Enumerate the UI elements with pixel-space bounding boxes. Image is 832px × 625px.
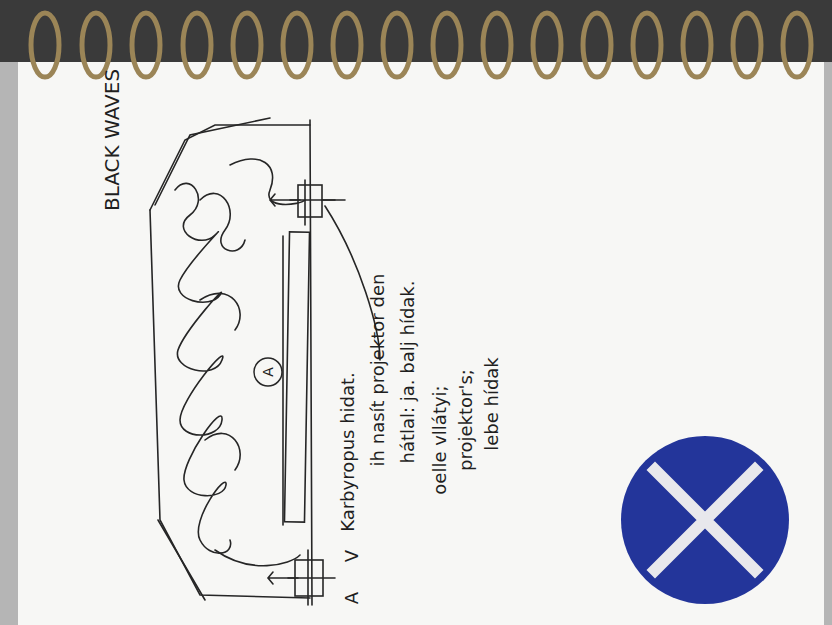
node-text: A	[260, 367, 276, 377]
handwritten-note: V	[343, 550, 361, 562]
handwritten-note: projektor's;	[457, 369, 475, 471]
handwritten-note: oelle vllátyi;	[431, 385, 449, 494]
circled-letter: A	[253, 357, 283, 387]
handwritten-note: hátlal: ja. balj hídak.	[399, 281, 417, 464]
handwritten-note: Karbyropus hidat.	[339, 372, 357, 532]
handwritten-note: ih nasít projektor den	[369, 274, 387, 467]
handwritten-note: lebe hídak	[483, 357, 501, 451]
handwritten-note: A	[343, 592, 361, 604]
sketch-title: BLACK WAVES	[102, 69, 122, 211]
